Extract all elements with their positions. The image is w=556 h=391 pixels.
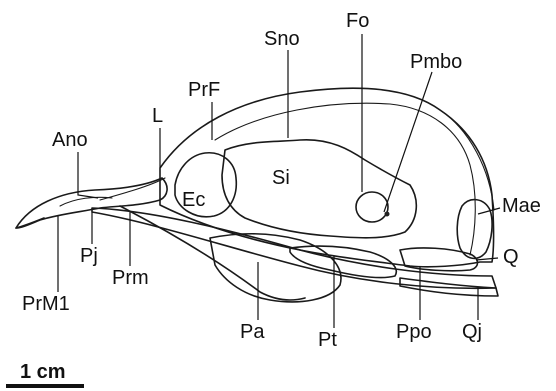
label-prm: Prm bbox=[112, 267, 149, 289]
label-sno: Sno bbox=[264, 28, 300, 50]
label-pj: Pj bbox=[80, 245, 98, 267]
cranium-inner-ridge bbox=[215, 103, 475, 255]
foramen-dot bbox=[385, 212, 390, 217]
label-pa: Pa bbox=[240, 321, 265, 343]
label-ppo: Ppo bbox=[396, 321, 432, 343]
label-prf: PrF bbox=[188, 79, 220, 101]
scale-bar-label: 1 cm bbox=[20, 361, 66, 383]
label-q: Q bbox=[503, 246, 519, 268]
scale-bar-line bbox=[6, 384, 84, 388]
orbit-region bbox=[222, 140, 416, 238]
label-fo: Fo bbox=[346, 10, 369, 32]
posterior-rim bbox=[440, 110, 494, 210]
label-mae: Mae bbox=[502, 195, 541, 217]
leader-pmbo bbox=[384, 72, 432, 212]
skull-drawing bbox=[16, 88, 498, 302]
label-pt: Pt bbox=[318, 329, 337, 351]
optic-foramen bbox=[356, 192, 388, 222]
label-pmbo: Pmbo bbox=[410, 51, 462, 73]
label-si: Si bbox=[272, 167, 290, 189]
label-qj: Qj bbox=[462, 321, 482, 343]
label-ec: Ec bbox=[182, 189, 205, 211]
leader-q bbox=[476, 258, 498, 260]
label-ano: Ano bbox=[52, 129, 88, 151]
label-l: L bbox=[152, 105, 163, 127]
label-prm1: PrM1 bbox=[22, 293, 70, 315]
scale-bar: 1 cm bbox=[6, 361, 84, 388]
